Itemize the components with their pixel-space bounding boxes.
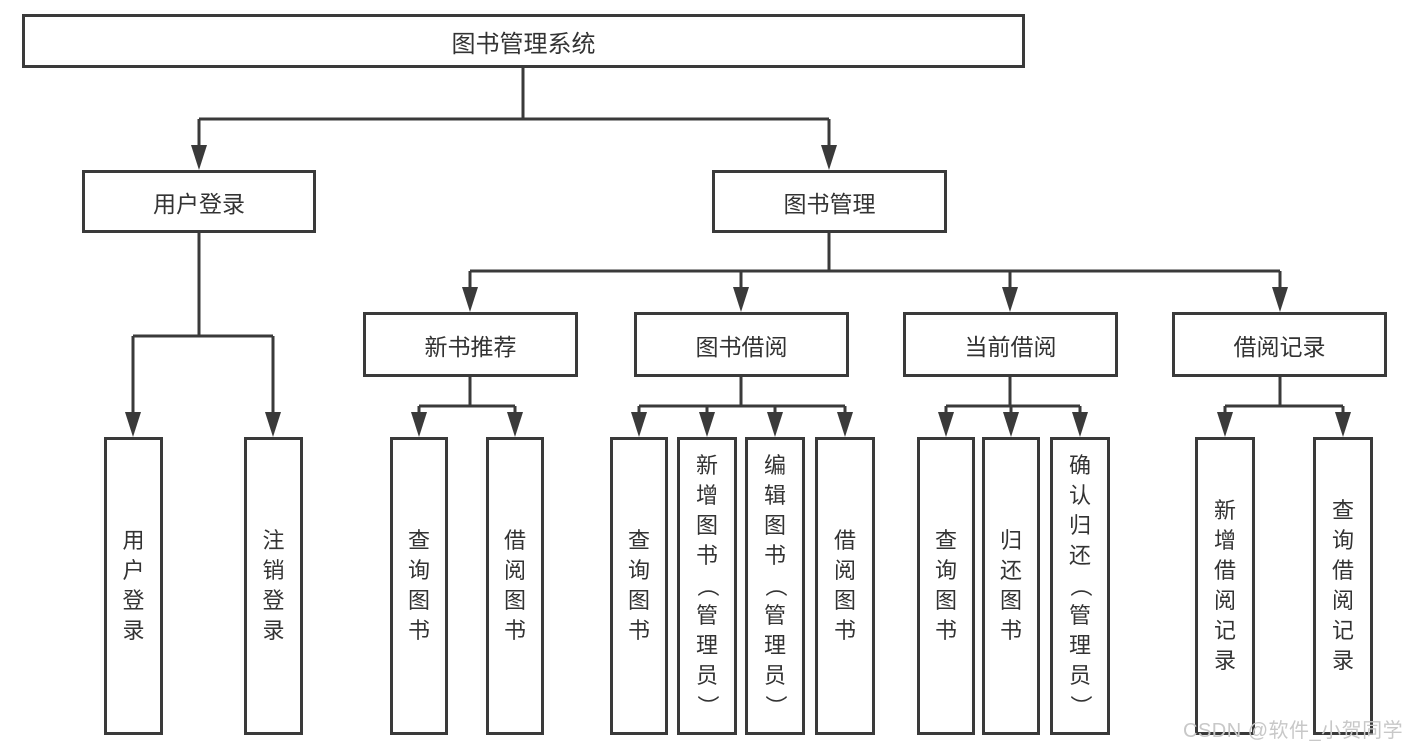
node-label: 借阅图书 [833,528,856,643]
node-label: 查询借阅记录 [1331,498,1354,673]
csdn-watermark: CSDN @软件_小贺同学 [1183,720,1404,742]
arrow-down-icon [1335,412,1351,437]
arrow-down-icon [821,145,837,170]
arrow-down-icon [1217,412,1233,437]
arrow-down-icon [1003,412,1019,437]
arrow-down-icon [938,412,954,437]
node-label: 查询图书 [407,528,430,643]
node-book-borrowing: 图书借阅 [634,312,849,377]
node-root-system: 图书管理系统 [22,14,1025,68]
node-leaf-confirm-return-admin: 确认归还（管理员） [1050,437,1110,735]
node-current-borrowing: 当前借阅 [903,312,1118,377]
node-leaf-query-books-1: 查询图书 [390,437,448,735]
node-label: 借阅图书 [503,528,526,643]
arrow-down-icon [733,287,749,312]
connector-borrowing-group [637,377,847,416]
node-label: 当前借阅 [964,333,1057,360]
arrow-down-icon [1272,287,1288,312]
arrow-down-icon [699,412,715,437]
node-label: 注销登录 [262,528,285,643]
node-label: 新增借阅记录 [1213,498,1236,673]
node-new-book-recommend: 新书推荐 [363,312,578,377]
node-leaf-borrow-books-2: 借阅图书 [815,437,875,735]
node-leaf-return-books: 归还图书 [982,437,1040,735]
node-leaf-query-books-3: 查询图书 [917,437,975,735]
node-leaf-query-books-2: 查询图书 [610,437,668,735]
connector-new-books-group [417,377,517,416]
node-leaf-edit-books-admin: 编辑图书（管理员） [745,437,805,735]
arrow-down-icon [1072,412,1088,437]
arrow-down-icon [1002,287,1018,312]
node-leaf-query-borrow-record: 查询借阅记录 [1313,437,1373,735]
node-label: 确认归还（管理员） [1067,453,1093,718]
node-label: 借阅记录 [1233,333,1326,360]
connector-current-group [944,377,1082,416]
node-label: 查询图书 [627,528,650,643]
connector-book-mgmt-group [468,233,1282,291]
node-label: 查询图书 [934,528,957,643]
node-label: 新书推荐 [424,333,517,360]
node-label: 图书管理系统 [451,30,596,58]
node-leaf-user-login: 用户登录 [104,437,163,735]
connector-user-login-group [131,233,275,416]
arrow-down-icon [767,412,783,437]
node-leaf-add-books-admin: 新增图书（管理员） [677,437,737,735]
arrow-down-icon [411,412,427,437]
node-user-login-branch: 用户登录 [82,170,316,233]
node-label: 图书管理 [783,190,876,217]
arrow-down-icon [507,412,523,437]
node-label: 用户登录 [153,190,245,217]
node-label: 归还图书 [999,528,1022,643]
node-leaf-borrow-books-1: 借阅图书 [486,437,544,735]
node-leaf-add-borrow-record: 新增借阅记录 [1195,437,1255,735]
arrow-down-icon [191,145,207,170]
arrow-down-icon [125,412,141,437]
arrow-down-icon [462,287,478,312]
arrow-down-icon [631,412,647,437]
connector-records-group [1223,377,1345,416]
node-label: 新增图书（管理员） [694,453,720,718]
arrow-down-icon [265,412,281,437]
connector-root [197,68,831,150]
node-leaf-logout: 注销登录 [244,437,303,735]
node-label: 图书借阅 [695,333,788,360]
arrow-down-icon [837,412,853,437]
node-label: 用户登录 [122,528,145,643]
node-borrowing-records: 借阅记录 [1172,312,1387,377]
node-book-management-branch: 图书管理 [712,170,947,233]
node-label: 编辑图书（管理员） [762,453,788,718]
